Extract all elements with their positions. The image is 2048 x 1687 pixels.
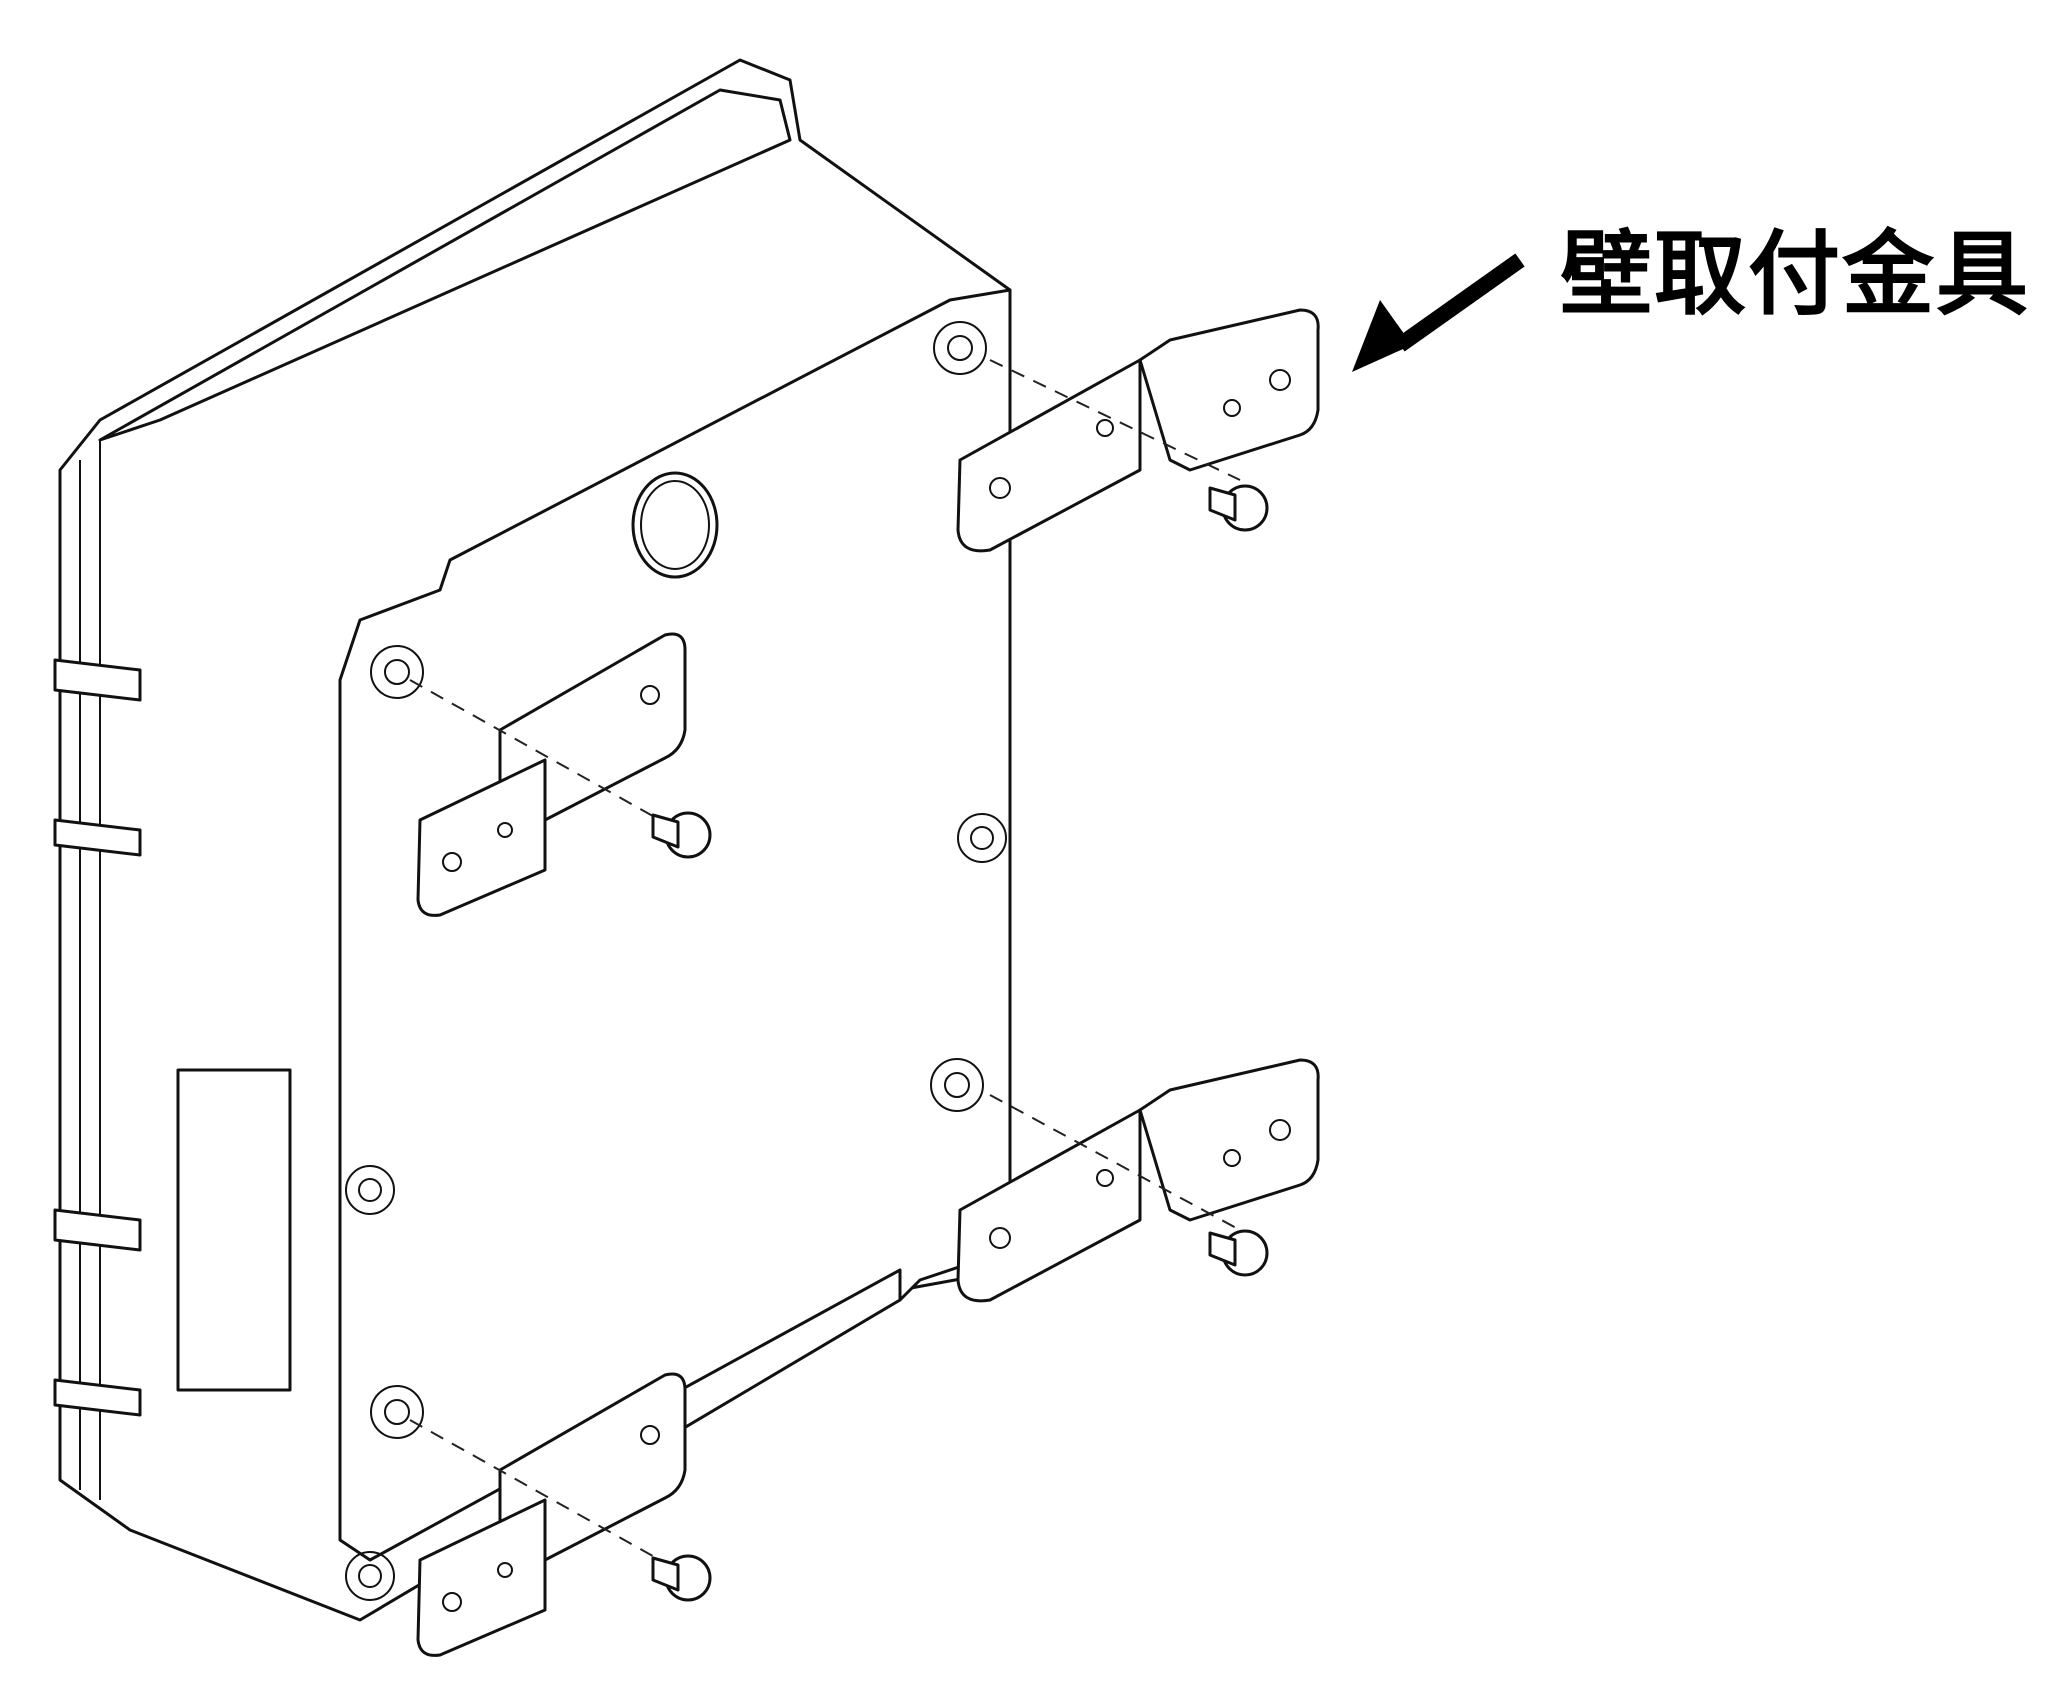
wall-mount-bracket-bottom-right (956, 1058, 1320, 1303)
callout-arrow-icon (1352, 253, 1525, 372)
screws (651, 484, 1269, 1602)
wall-mount-bracket-lower-left (416, 1372, 687, 1657)
wall-mount-bracket-top-right (956, 308, 1320, 553)
wall-mount-bracket-label: 壁取付金具 (1560, 221, 2031, 328)
wall-mount-bracket-upper-left (416, 632, 687, 917)
